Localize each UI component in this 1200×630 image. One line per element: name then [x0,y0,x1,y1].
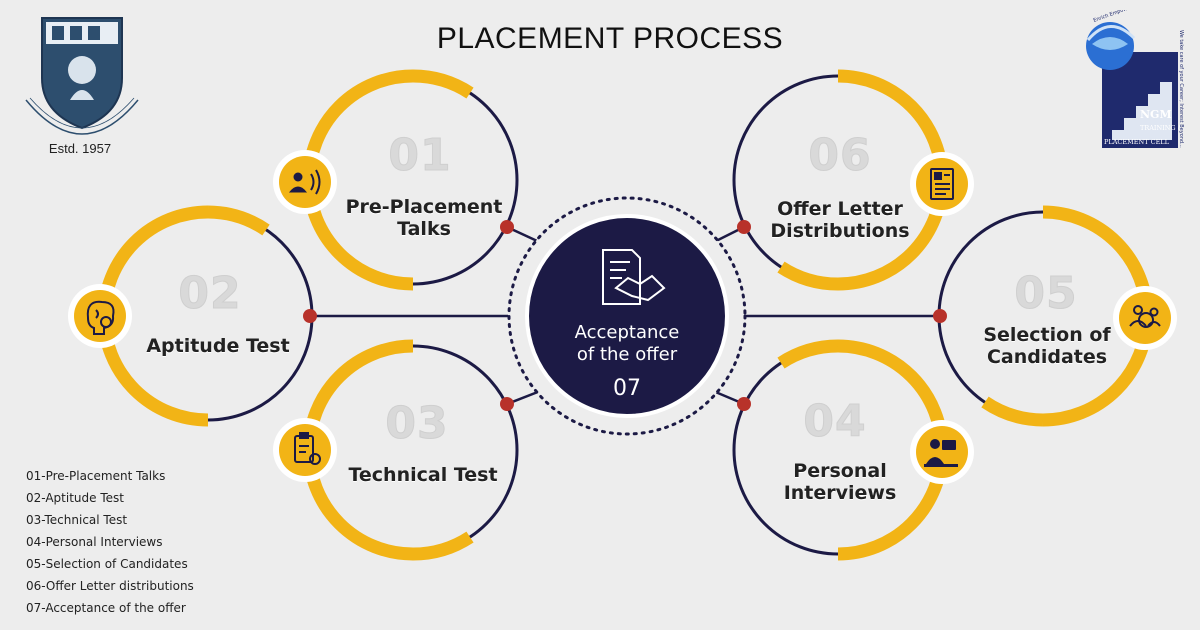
step-03-label-line1: Technical Test [348,464,498,486]
steps-legend: 01-Pre-Placement Talks 02-Aptitude Test … [26,466,194,620]
step-02-icon-badge [68,284,132,348]
step-06-label: Offer Letter Distributions [770,198,910,242]
connector-dot-01 [500,220,514,234]
offer-letter-icon [930,168,954,200]
step-04-number: 04 [803,396,867,448]
center-label-line1: Acceptance [574,322,680,343]
connector-dot-03 [500,397,514,411]
legend-item: 04-Personal Interviews [26,535,163,549]
step-05-label-line2: Candidates [986,346,1108,368]
legend-item: 05-Selection of Candidates [26,557,188,571]
brain-gear-icon [86,300,115,335]
clipboard-gear-icon [294,432,321,465]
college-established: Estd. 1957 [48,141,112,156]
center-label-line2: of the offer [576,344,678,365]
step-06-label-line1: Offer Letter [777,198,903,220]
step-04-label: Personal Interviews [770,460,910,504]
legend-item: 01-Pre-Placement Talks [26,469,166,483]
step-04-label-line1: Personal [793,460,887,482]
legend-item: 03-Technical Test [26,513,128,527]
step-06-label-line2: Distributions [770,220,910,242]
interview-icon [924,439,958,467]
step-01-label-line1: Pre-Placement [345,196,503,218]
step-03-label: Technical Test [338,464,508,486]
step-03-icon-badge [273,418,337,482]
connector-dot-04 [737,397,751,411]
step-02-number: 02 [178,268,242,320]
step-04-label-line2: Interviews [783,482,897,504]
step-02-label: Aptitude Test [136,335,300,357]
step-06-number: 06 [808,130,872,182]
center-label: Acceptance of the offer [552,322,702,366]
cell-logo-ngm: NGM [1140,108,1172,121]
step-05-label: Selection of Candidates [974,324,1120,368]
center-hub [507,196,747,436]
step-01-label-line2: Talks [397,218,451,240]
connector-dot-02 [303,309,317,323]
legend-item: 02-Aptitude Test [26,491,124,505]
college-logo [25,17,139,135]
handshake-document-icon [602,249,666,305]
step-01-label: Pre-Placement Talks [334,196,514,240]
step-03-number: 03 [385,398,449,450]
page-title: PLACEMENT PROCESS [436,22,784,55]
speaker-icon [288,169,321,195]
step-04-icon-badge [910,420,974,484]
cell-logo-line3: PLACEMENT CELL [1104,138,1170,146]
connector-dot-05 [933,309,947,323]
step-05-number: 05 [1014,268,1078,320]
step-02-label-line1: Aptitude Test [146,335,290,357]
cell-logo-motto-side: We take care of your Career; Interest Be… [1178,30,1184,148]
step-05-label-line1: Selection of [983,324,1111,346]
step-01-icon-badge [273,150,337,214]
center-number: 07 [613,376,641,401]
step-03-ring [302,339,519,561]
placement-cell-logo: NGM TRAINING & PLACEMENT CELL Enrich Emp… [1086,10,1184,148]
candidate-search-icon [1129,305,1161,328]
connector-dot-06 [737,220,751,234]
legend-item: 07-Acceptance of the offer [26,601,186,615]
legend-item: 06-Offer Letter distributions [26,579,194,593]
cell-logo-line2: TRAINING & [1140,124,1184,132]
step-01-number: 01 [388,130,452,182]
step-05-icon-badge [1113,286,1177,350]
